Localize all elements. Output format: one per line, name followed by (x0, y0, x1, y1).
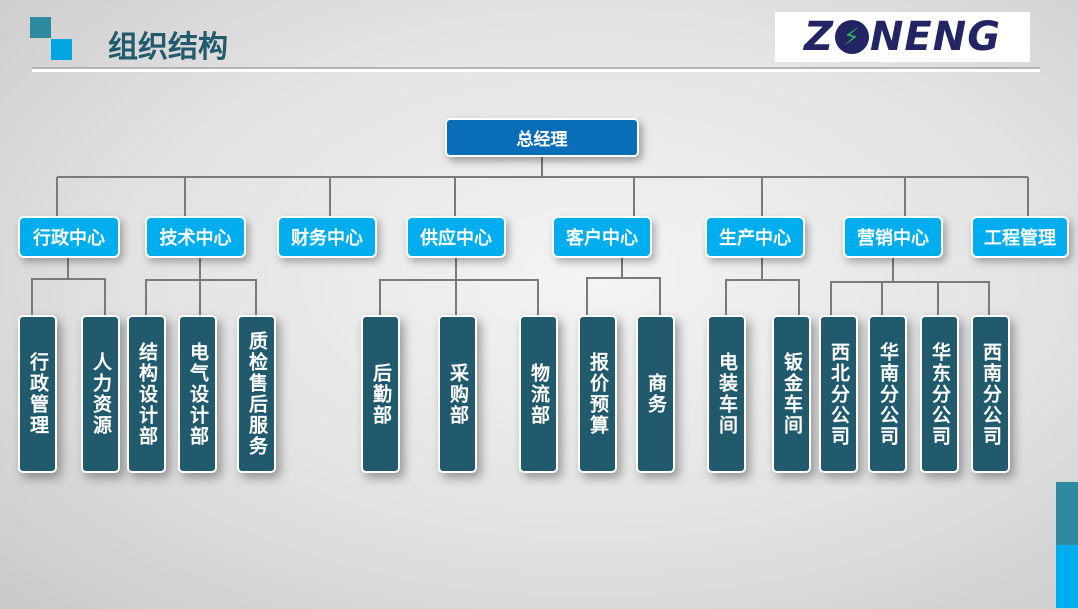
node-label: 华南分公司 (877, 341, 899, 447)
org-node-sub: 行政管理 (18, 315, 57, 473)
node-label: 物流部 (528, 362, 550, 426)
org-node-admin-center: 行政中心 (18, 216, 120, 258)
org-node-sub: 西南分公司 (971, 315, 1010, 473)
org-node-sub: 质检售后服务 (237, 315, 276, 473)
decor-bar (1056, 482, 1078, 545)
org-node-sub: 华东分公司 (920, 315, 959, 473)
node-label: 结构设计部 (136, 341, 158, 447)
org-node-engineering-management: 工程管理 (971, 216, 1069, 258)
org-node-finance-center: 财务中心 (277, 216, 377, 258)
org-node-sub: 电装车间 (707, 315, 746, 473)
node-label: 西北分公司 (828, 341, 850, 447)
node-label: 报价预算 (587, 352, 609, 436)
org-node-tech-center: 技术中心 (145, 216, 246, 258)
header-divider (32, 69, 1040, 72)
org-node-sub: 后勤部 (361, 315, 400, 473)
org-node-sub: 物流部 (519, 315, 558, 473)
decor-square-icon (51, 39, 72, 60)
page-title: 组织结构 (108, 30, 228, 65)
node-label: 行政管理 (27, 352, 49, 436)
node-label: 采购部 (447, 362, 469, 426)
node-label: 华东分公司 (929, 341, 951, 447)
org-node-general-manager: 总经理 (445, 118, 639, 157)
lightning-bolt-icon: ⚡ (834, 20, 869, 54)
company-logo: Z⚡NENG (775, 12, 1030, 62)
org-node-sub: 人力资源 (81, 315, 120, 473)
node-label: 西南分公司 (980, 341, 1002, 447)
node-label: 后勤部 (370, 362, 392, 426)
org-node-production-center: 生产中心 (705, 216, 805, 258)
org-node-sub: 商务 (636, 315, 675, 473)
org-node-sub: 华南分公司 (868, 315, 907, 473)
node-label: 钣金车间 (781, 352, 803, 436)
decor-bar (1056, 545, 1078, 608)
org-node-customer-center: 客户中心 (552, 216, 652, 258)
org-node-sub: 报价预算 (578, 315, 617, 473)
node-label: 商务 (645, 373, 667, 415)
decor-square-icon (30, 17, 51, 38)
node-label: 电气设计部 (187, 341, 209, 447)
org-node-supply-center: 供应中心 (406, 216, 506, 258)
org-node-sub: 采购部 (438, 315, 477, 473)
node-label: 人力资源 (90, 352, 112, 436)
org-node-marketing-center: 营销中心 (843, 216, 943, 258)
org-node-sub: 电气设计部 (178, 315, 217, 473)
node-label: 质检售后服务 (246, 331, 268, 457)
org-node-sub: 结构设计部 (127, 315, 166, 473)
org-node-sub: 西北分公司 (819, 315, 858, 473)
org-node-sub: 钣金车间 (772, 315, 811, 473)
node-label: 电装车间 (716, 352, 738, 436)
